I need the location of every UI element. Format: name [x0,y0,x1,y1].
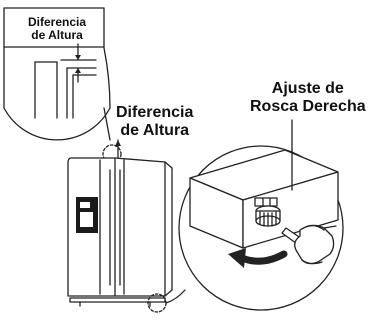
refrigerator [67,157,173,307]
inset-label: Diferencia de Altura [28,15,87,43]
inset-label-line-2: de Altura [31,28,83,43]
rotation-arrow-icon [228,248,288,268]
screw-label-line-2: Rosca Derecha [250,97,366,115]
leveling-screw-detail [165,119,344,311]
height-difference-inset [3,7,111,141]
screw-label-line-1: Ajuste de [271,80,344,97]
fridge-height-label: Diferencia de Altura [116,104,193,140]
fridge-label-line-1: Diferencia [116,104,194,121]
fridge-label-line-2: de Altura [120,121,190,139]
water-dispenser [76,197,98,233]
leveling-foot-marker [147,293,167,313]
inset-label-line-1: Diferencia [28,15,87,29]
screw-adjust-label: Ajuste de Rosca Derecha [250,80,366,116]
